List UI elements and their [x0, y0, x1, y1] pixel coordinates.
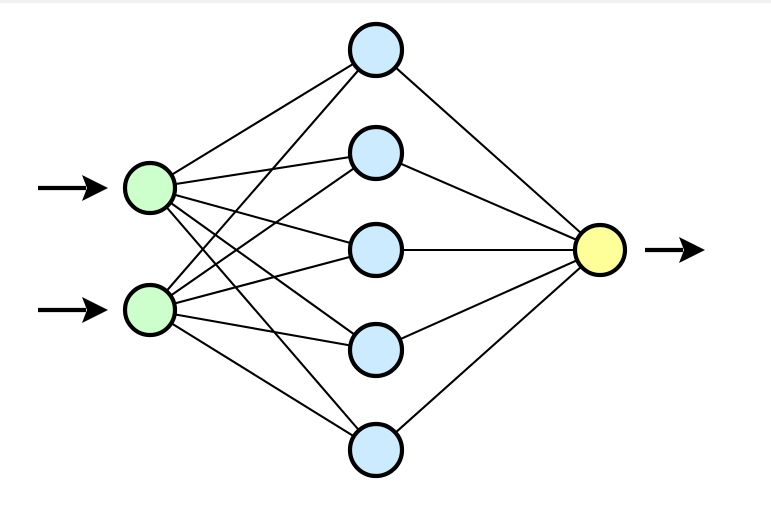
hidden-node-4[interactable]	[347, 321, 405, 379]
edge-hid-2-to-out-1	[374, 151, 602, 252]
output-arrow-1-head	[679, 237, 705, 263]
input-arrow-2-head	[82, 297, 108, 323]
hidden-node-5[interactable]	[347, 421, 405, 479]
hidden-node-2[interactable]	[347, 124, 405, 182]
edge-hid-4-to-out-1	[374, 248, 602, 352]
edge-in-2-to-hid-2	[148, 151, 378, 312]
input-node-2[interactable]	[122, 282, 178, 338]
edge-in-1-to-hid-3	[148, 186, 378, 252]
edge-hid-5-to-out-1	[374, 248, 602, 452]
edge-hid-1-to-out-1	[374, 48, 602, 252]
top-edge-band	[0, 0, 771, 3]
input-arrow-1-head	[82, 175, 108, 201]
arrows-group	[38, 175, 705, 323]
edge-in-1-to-hid-2	[148, 151, 378, 190]
output-node-1[interactable]	[572, 222, 628, 278]
hidden-node-3[interactable]	[347, 221, 405, 279]
edge-in-1-to-hid-5	[148, 186, 378, 452]
edge-in-1-to-hid-1	[148, 48, 378, 190]
edge-in-2-to-hid-3	[148, 248, 378, 312]
input-node-1[interactable]	[122, 160, 178, 216]
edges-group	[148, 48, 602, 452]
hidden-node-1[interactable]	[347, 21, 405, 79]
nodes-group	[122, 21, 628, 479]
edge-in-2-to-hid-4	[148, 308, 378, 352]
edge-in-2-to-hid-1	[148, 48, 378, 312]
edge-in-2-to-hid-5	[148, 308, 378, 452]
edge-in-1-to-hid-4	[148, 186, 378, 352]
